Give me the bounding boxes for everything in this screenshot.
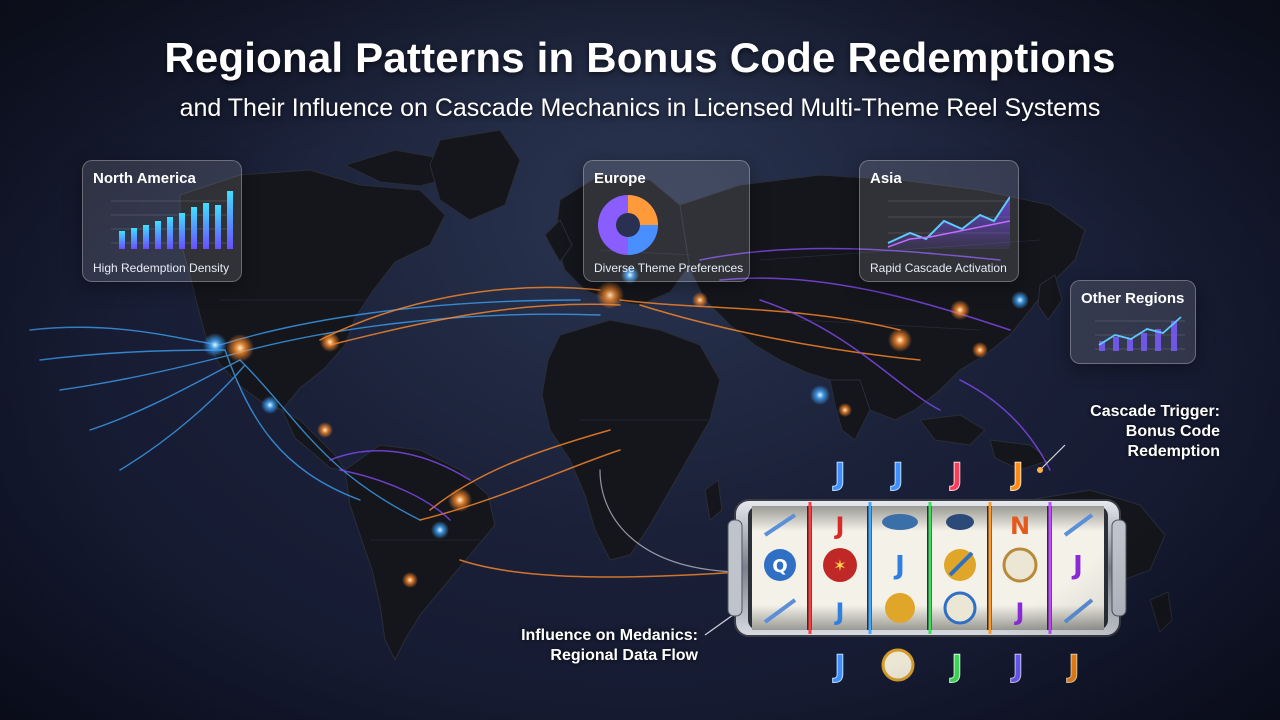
card-north-america: North America High Redemption De [82, 160, 242, 282]
bar-chart-icon [111, 191, 233, 249]
page-title: Regional Patterns in Bonus Code Redempti… [164, 34, 1116, 81]
callout-line: Redemption [1127, 443, 1220, 460]
callout-influence: Influence on Medanics: Regional Data Flo… [470, 626, 698, 666]
bar-line-chart-icon [1095, 316, 1185, 351]
callout-line: Regional Data Flow [550, 647, 698, 664]
card-europe: Europe Diverse Theme Preferences [583, 160, 750, 282]
card-title: Other Regions [1081, 290, 1185, 307]
page-subtitle: and Their Influence on Cascade Mechanics… [179, 94, 1101, 122]
card-title: Asia [870, 170, 902, 187]
card-caption: Rapid Cascade Activation [870, 261, 1007, 275]
card-caption: High Redemption Density [93, 261, 230, 275]
callout-line: Cascade Trigger: [1090, 403, 1220, 420]
callout-line: Bonus Code [1125, 423, 1220, 440]
card-other-regions: Other Regions [1070, 280, 1196, 364]
header: Regional Patterns in Bonus Code Redempti… [0, 34, 1280, 123]
pie-chart-icon [598, 195, 658, 255]
card-title: Europe [594, 170, 646, 187]
callout-line: Influence on Medanics: [521, 627, 698, 644]
line-chart-icon [887, 196, 1010, 249]
card-asia: Asia Rapid Cascade Activation [859, 160, 1019, 282]
card-caption: Diverse Theme Preferences [594, 261, 744, 275]
card-title: North America [93, 170, 196, 187]
callout-cascade-trigger: Cascade Trigger: Bonus Code Redemption [1040, 402, 1220, 462]
